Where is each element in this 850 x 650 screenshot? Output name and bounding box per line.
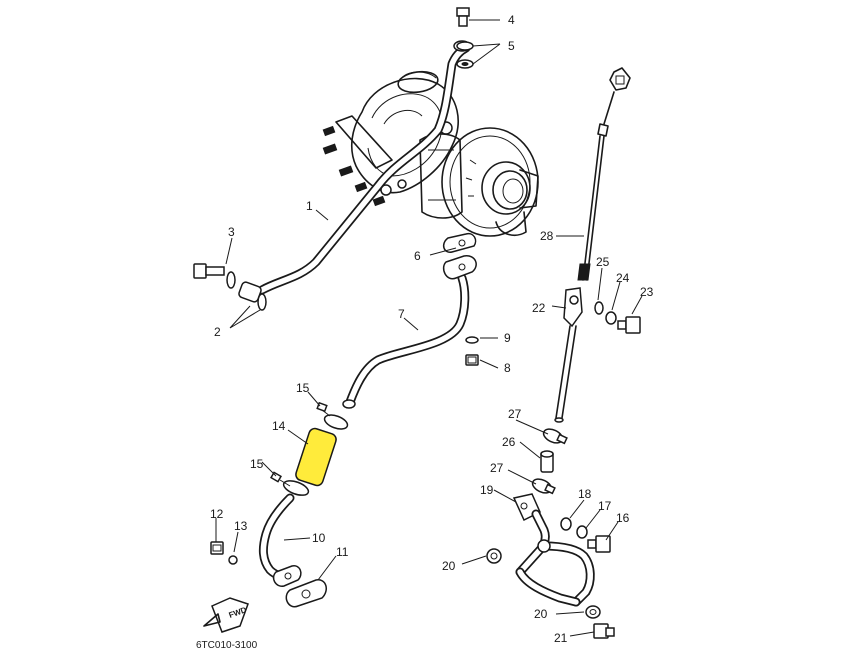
callout-8: 8: [504, 361, 511, 375]
washer-top-upper: [456, 41, 474, 51]
callout-10: 10: [312, 531, 326, 545]
callout-23: 23: [640, 285, 654, 299]
drain-washer-20-right-hole: [589, 609, 597, 615]
drain-washer-20-left-hole: [490, 552, 498, 560]
callout-4: 4: [508, 13, 515, 27]
illustration-code: 6TC010-3100: [196, 640, 258, 650]
callout-20-left: 20: [442, 559, 456, 573]
guide-washer: [594, 301, 604, 315]
callout-9: 9: [504, 331, 511, 345]
callout-28: 28: [540, 229, 554, 243]
callout-22: 22: [532, 301, 546, 315]
lower-pipe-washer: [228, 555, 238, 565]
callout-25: 25: [596, 255, 610, 269]
lower-return-pipe: [258, 493, 302, 587]
oil-return-pipe: [342, 255, 477, 409]
washer-left-b: [257, 293, 267, 311]
oil-feed-pipe: [238, 40, 471, 303]
callout-17: 17: [598, 499, 612, 513]
washer-top-lower-hole: [461, 62, 469, 66]
callout-14: 14: [272, 419, 286, 433]
guide-bolt: [617, 316, 641, 334]
guide-washer-2: [605, 311, 617, 325]
oil-return-hose: [295, 427, 337, 487]
hose-clamp-upper: [316, 401, 349, 430]
callout-20-right: 20: [534, 607, 548, 621]
forward-arrow: FWD: [203, 597, 249, 633]
callout-26: 26: [502, 435, 516, 449]
callout-2: 2: [214, 325, 221, 339]
callout-18: 18: [578, 487, 592, 501]
drain-union-bolt: [593, 623, 615, 639]
drain-washer-a: [560, 517, 572, 531]
callout-15-lower: 15: [250, 457, 264, 471]
dipstick: [577, 67, 631, 281]
callout-13: 13: [234, 519, 248, 533]
banjo-bolt-left: [193, 263, 225, 279]
gasket-flange: [442, 232, 477, 253]
hose-clamp-lower: [270, 471, 310, 496]
banjo-fitting-upper: [542, 428, 568, 445]
turbocharger: [322, 70, 539, 237]
callout-15-upper: 15: [296, 381, 310, 395]
return-pipe-bolt: [465, 354, 479, 366]
dipstick-guide: [554, 287, 583, 423]
leader-lines: [215, 19, 643, 637]
return-pipe-washer: [465, 336, 479, 344]
drain-washer-b: [576, 525, 588, 539]
sleeve-fitting: [540, 450, 554, 473]
callout-21: 21: [554, 631, 568, 645]
banjo-fitting-lower: [531, 478, 556, 495]
callout-5: 5: [508, 39, 515, 53]
drain-washer-20-right: [585, 605, 601, 619]
callout-16: 16: [616, 511, 630, 525]
lower-pipe-bolt: [210, 541, 224, 555]
washer-left-a: [226, 271, 236, 289]
drain-washer-20-left: [486, 548, 502, 564]
lower-gasket: [285, 579, 327, 608]
callout-7: 7: [398, 307, 405, 321]
callout-3: 3: [228, 225, 235, 239]
callout-6: 6: [414, 249, 421, 263]
callout-1: 1: [306, 199, 313, 213]
callout-12: 12: [210, 507, 224, 521]
banjo-bolt-top: [456, 7, 470, 27]
callout-11: 11: [336, 545, 349, 559]
callout-19: 19: [480, 483, 494, 497]
callout-24: 24: [616, 271, 630, 285]
callout-labels: 4 5 1 3 2 6 7 9 8 15 14 15 12 13 10 11 2…: [210, 13, 654, 645]
callout-27-lower: 27: [490, 461, 504, 475]
callout-27-upper: 27: [508, 407, 522, 421]
lower-drain-pipe: [515, 509, 595, 607]
